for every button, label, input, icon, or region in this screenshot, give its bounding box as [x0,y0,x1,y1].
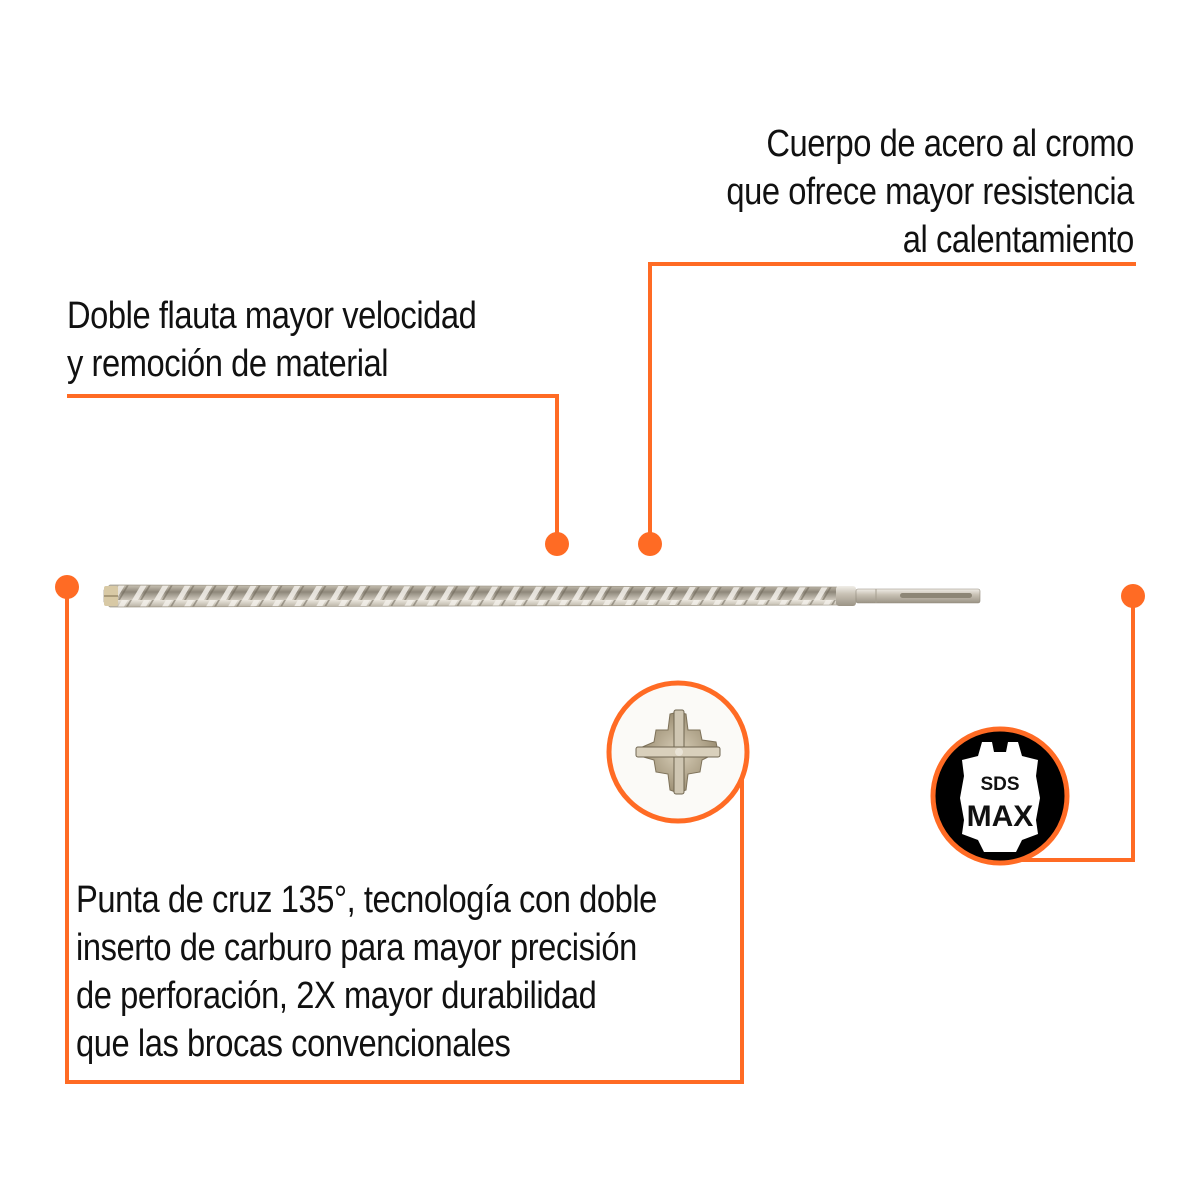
callout-body-line: Cuerpo de acero al cromo [766,123,1134,165]
callout-flute-underline [67,394,559,398]
cross-tip-carbide-icon [606,680,750,824]
callout-body-line: al calentamiento [902,219,1135,261]
drill-bit-image [103,584,981,608]
callout-body-text: Cuerpo de acero al cromo que ofrece mayo… [726,120,1134,264]
callout-body-dot [638,532,662,556]
badge-top-text: SDS [980,774,1019,795]
callout-flute-line: y remoción de material [67,343,389,385]
callout-flute-dot [545,532,569,556]
badge-bottom-text: MAX [967,800,1034,833]
callout-flute-text: Doble flauta mayor velocidad y remoción … [67,292,477,388]
callout-body-line: que ofrece mayor resistencia [726,171,1134,213]
callout-flute-line: Doble flauta mayor velocidad [67,295,477,337]
callout-tip-line: Punta de cruz 135°, tecnología con doble [76,879,657,921]
callout-tip-text: Punta de cruz 135°, tecnología con doble… [76,876,657,1068]
sds-max-shank-badge-icon: SDS MAX [930,726,1070,866]
callout-badge-bottom-line [1000,858,1135,862]
callout-tip-bottom-line [65,1080,744,1084]
callout-tip-right-line [740,760,744,1084]
callout-body-connector [648,262,652,544]
callout-tip-line: inserto de carburo para mayor precisión [76,927,637,969]
callout-tip-left-line [65,587,69,1084]
callout-tip-line: de perforación, 2X mayor durabilidad [76,975,597,1017]
callout-badge-right-line [1131,596,1135,862]
callout-body-underline [648,262,1136,266]
callout-tip-line: que las brocas convencionales [76,1023,511,1065]
callout-flute-connector [555,394,559,544]
